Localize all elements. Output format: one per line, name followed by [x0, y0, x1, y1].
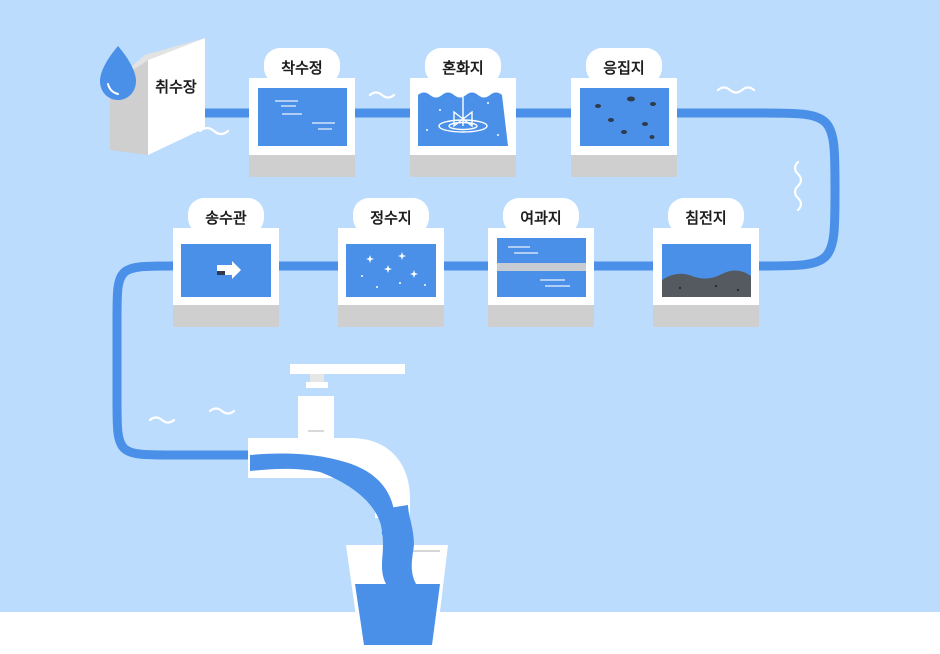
stage-label-sedimentation: 침전지 [685, 209, 726, 227]
water-cup-icon [346, 545, 448, 645]
stage-label-transmission: 송수관 [205, 209, 247, 227]
water-squiggles [148, 86, 803, 424]
stage-transmission: 송수관 [173, 198, 279, 327]
pipes [112, 108, 840, 460]
stage-purified: 정수지 [338, 198, 444, 327]
intake-station: 취수장 [100, 38, 205, 155]
stage-filtration: 여과지 [488, 198, 594, 327]
water-stream [377, 505, 420, 590]
stage-label-receiving: 착수정 [281, 59, 322, 77]
stage-sedimentation: 침전지 [653, 198, 759, 327]
stage-label-coagulation: 응집지 [603, 59, 644, 77]
stage-label-filtration: 여과지 [520, 209, 561, 227]
faucet-icon [248, 364, 410, 537]
stage-label-purified: 정수지 [370, 209, 411, 227]
stage-mixing: 혼화지 [410, 48, 516, 177]
pipe-transmission-to-faucet [112, 261, 255, 460]
water-drop-icon [100, 46, 136, 100]
stage-label-mixing: 혼화지 [442, 59, 483, 77]
stage-coagulation: 응집지 [571, 48, 677, 177]
floc-particles [595, 96, 656, 139]
arrow-right-icon [217, 261, 241, 279]
stage-receiving: 착수정 [249, 48, 355, 177]
pipe-coagulation-to-sedimentation [670, 108, 840, 271]
intake-label: 취수장 [155, 78, 197, 96]
mixer-icon [438, 86, 488, 133]
sparkle-icons [361, 252, 426, 288]
